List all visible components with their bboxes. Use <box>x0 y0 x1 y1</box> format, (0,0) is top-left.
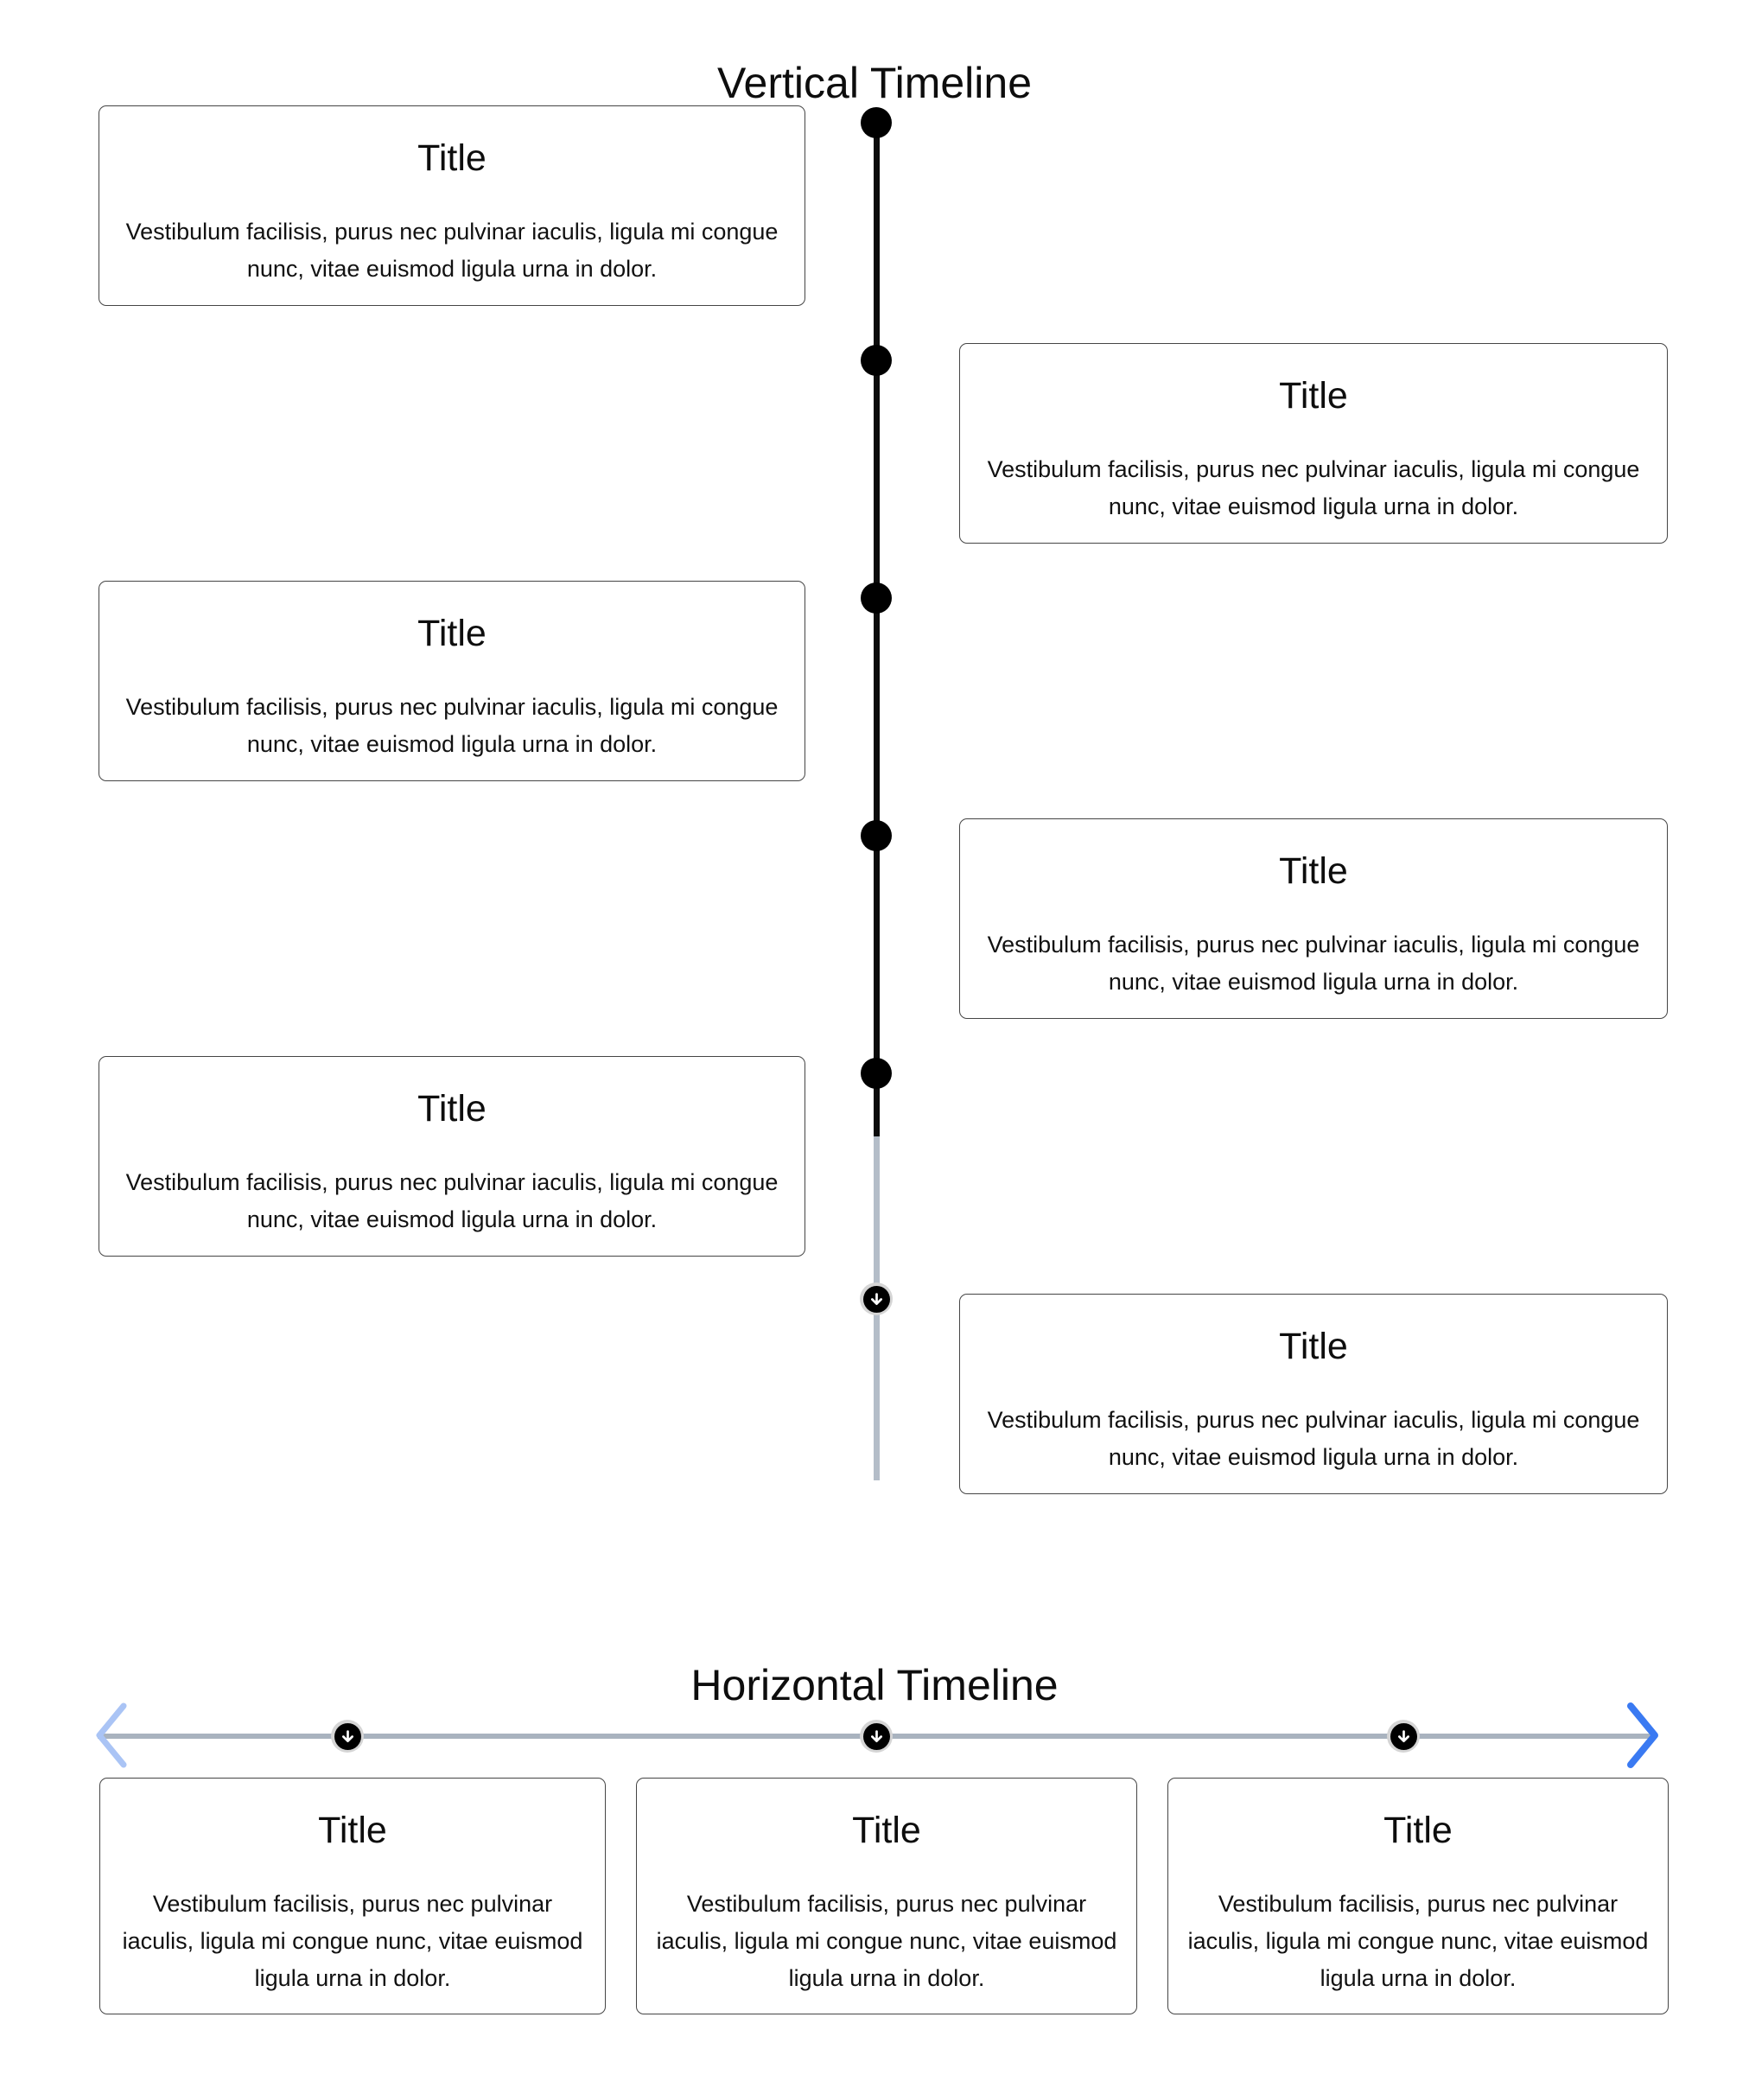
card-title: Title <box>852 1810 921 1851</box>
card-title: Title <box>1279 1326 1348 1367</box>
timeline-dot <box>861 1058 892 1089</box>
timeline-dot <box>861 820 892 851</box>
timeline-dot <box>861 345 892 376</box>
card-description: Vestibulum facilisis, purus nec pulvinar… <box>125 693 779 757</box>
timeline-dot <box>861 582 892 614</box>
timeline-dot <box>861 107 892 138</box>
card-title: Title <box>1383 1810 1453 1851</box>
card-title: Title <box>1279 375 1348 417</box>
chevron-left-icon[interactable] <box>86 1699 135 1772</box>
card-description: Vestibulum facilisis, purus nec pulvinar… <box>1187 1890 1649 1992</box>
timeline-card: Title Vestibulum facilisis, purus nec pu… <box>1167 1778 1669 2014</box>
card-description: Vestibulum facilisis, purus nec pulvinar… <box>122 1890 583 1992</box>
timeline-card: Title Vestibulum facilisis, purus nec pu… <box>99 1778 606 2014</box>
card-description: Vestibulum facilisis, purus nec pulvinar… <box>656 1890 1117 1992</box>
card-description: Vestibulum facilisis, purus nec pulvinar… <box>125 218 779 282</box>
down-arrow-marker[interactable] <box>860 1282 893 1315</box>
down-arrow-icon <box>862 1722 890 1750</box>
card-description: Vestibulum facilisis, purus nec pulvinar… <box>987 931 1640 995</box>
timeline-card: Title Vestibulum facilisis, purus nec pu… <box>959 343 1668 544</box>
timeline-card: Title Vestibulum facilisis, purus nec pu… <box>99 581 805 781</box>
down-arrow-marker[interactable] <box>1387 1720 1420 1753</box>
vertical-timeline-heading: Vertical Timeline <box>716 58 1033 107</box>
down-arrow-icon <box>862 1285 890 1313</box>
card-title: Title <box>417 613 487 654</box>
timeline-card: Title Vestibulum facilisis, purus nec pu… <box>99 1056 805 1257</box>
timeline-card: Title Vestibulum facilisis, purus nec pu… <box>959 818 1668 1019</box>
card-title: Title <box>417 137 487 179</box>
timeline-card: Title Vestibulum facilisis, purus nec pu… <box>636 1778 1137 2014</box>
vertical-line-completed <box>874 121 880 1136</box>
down-arrow-marker[interactable] <box>331 1720 364 1753</box>
card-description: Vestibulum facilisis, purus nec pulvinar… <box>987 1406 1640 1470</box>
card-title: Title <box>417 1088 487 1130</box>
card-description: Vestibulum facilisis, purus nec pulvinar… <box>987 455 1640 519</box>
card-title: Title <box>1279 850 1348 892</box>
down-arrow-icon <box>1390 1722 1417 1750</box>
card-title: Title <box>318 1810 387 1851</box>
chevron-right-icon[interactable] <box>1624 1699 1672 1772</box>
down-arrow-marker[interactable] <box>860 1720 893 1753</box>
timeline-card: Title Vestibulum facilisis, purus nec pu… <box>959 1294 1668 1494</box>
card-description: Vestibulum facilisis, purus nec pulvinar… <box>125 1168 779 1232</box>
horizontal-timeline-heading: Horizontal Timeline <box>690 1660 1059 1709</box>
down-arrow-icon <box>334 1722 361 1750</box>
timeline-card: Title Vestibulum facilisis, purus nec pu… <box>99 105 805 306</box>
